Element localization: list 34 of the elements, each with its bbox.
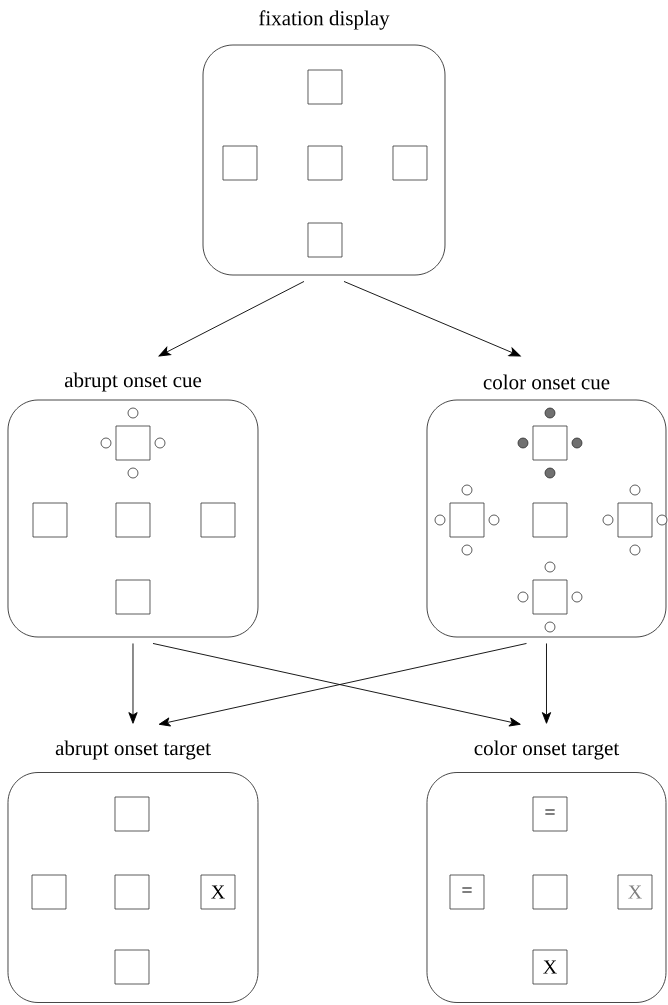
square: X (532, 949, 568, 985)
square (115, 502, 151, 538)
panel-title: color onset cue (483, 374, 610, 390)
square (115, 425, 151, 461)
panel-title: color onset target (474, 740, 620, 760)
square (222, 145, 258, 181)
square: X (617, 874, 653, 910)
square (532, 579, 568, 615)
square (532, 874, 568, 910)
square: = (532, 796, 568, 832)
arrow (128, 643, 138, 724)
arrow (541, 643, 552, 724)
square (114, 796, 150, 832)
square (114, 949, 150, 985)
square (32, 502, 68, 538)
square (532, 502, 568, 538)
square (31, 874, 67, 910)
square: X (200, 874, 236, 910)
square (115, 579, 151, 615)
arrow (343, 281, 521, 357)
square (449, 502, 485, 538)
square (114, 874, 150, 910)
panel-title: abrupt onset cue (64, 372, 202, 392)
square (307, 69, 343, 105)
square (200, 502, 236, 538)
square (617, 502, 653, 538)
square: = (449, 874, 485, 910)
square (392, 145, 428, 181)
panel-title: fixation display (259, 10, 390, 30)
square (532, 425, 568, 461)
square (307, 222, 343, 258)
square (307, 145, 343, 181)
panel-title: abrupt onset target (55, 740, 211, 760)
arrow (158, 281, 305, 357)
